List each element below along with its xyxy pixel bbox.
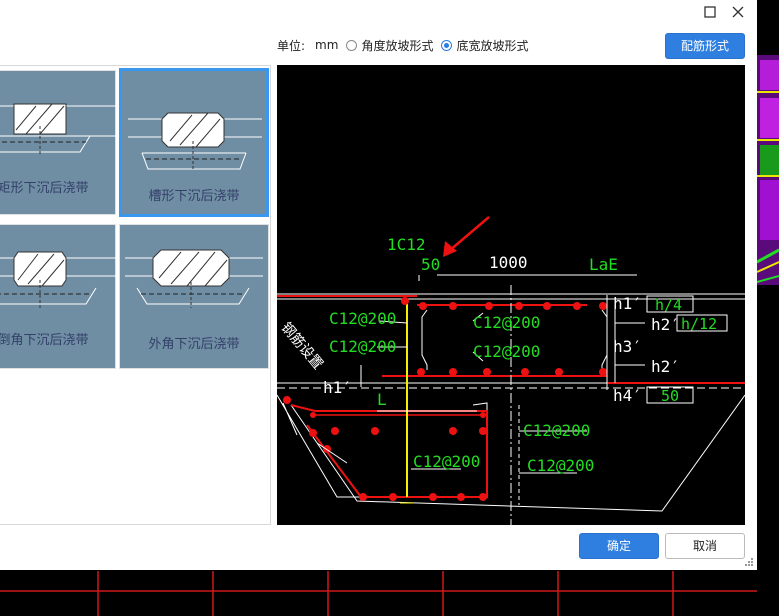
label-top-bar: 1C12 (387, 235, 426, 254)
type-gallery: 矩形下沉后浇带 槽形下沉后浇带 (0, 65, 271, 525)
unit-label: 单位: (277, 38, 306, 53)
label-lae: LaE (589, 255, 618, 274)
radio-angle-slope[interactable]: 角度放坡形式 (346, 37, 433, 54)
unit-value: mm (315, 38, 339, 52)
label-width: 1000 (489, 253, 528, 272)
gallery-item-outer-corner[interactable]: 外角下沉后浇带 (119, 224, 269, 369)
gallery-item-label: 矩形下沉后浇带 (0, 181, 89, 196)
label-h4p: h4′ (613, 386, 642, 405)
gallery-item-label: 外角下沉后浇带 (148, 337, 240, 352)
cancel-button[interactable]: 取消 (665, 533, 745, 559)
label-h4-box: h/4 (655, 296, 682, 314)
label-fifty-box: 50 (661, 387, 679, 405)
radio-angle-dot[interactable] (346, 39, 358, 51)
gallery-item-rectangular[interactable]: 矩形下沉后浇带 (0, 70, 116, 215)
gallery-item-chamfer[interactable]: 倒角下沉后浇带 (0, 224, 116, 369)
dialog-window: 单位: mm 角度放坡形式 底宽放坡形式 配筋形式 矩形下沉后浇带 (0, 0, 757, 570)
option-toolbar: 单位: mm 角度放坡形式 底宽放坡形式 (277, 34, 528, 56)
maximize-icon (704, 6, 716, 18)
radio-width-dot[interactable] (441, 39, 453, 51)
trough-thumbnail (128, 112, 262, 171)
label-rebar-4: C12@200 (473, 342, 540, 361)
radio-width-slope[interactable]: 底宽放坡形式 (441, 37, 528, 54)
label-h3p: h3′ (613, 337, 642, 356)
fifty-box (646, 386, 694, 404)
h4-box (646, 295, 694, 313)
close-icon (732, 6, 744, 18)
label-fifty-top: 50 (421, 255, 440, 274)
gallery-item-label: 倒角下沉后浇带 (0, 333, 89, 348)
label-rebar-3: C12@200 (329, 337, 396, 356)
label-h12-box: h/12 (681, 315, 717, 333)
outer-corner-thumbnail (125, 249, 263, 308)
label-L: L (377, 390, 387, 409)
h12-box (676, 314, 728, 332)
chamfer-thumbnail (0, 251, 116, 308)
label-h2p-b: h2′ (651, 357, 680, 376)
section-preview: 1C12 50 1000 LaE h1′ h/4 h2′ h/12 h3′ h2… (277, 65, 745, 525)
label-h1p: h1′ (613, 294, 642, 313)
label-slope-text: 钢筋设置 (278, 319, 327, 373)
label-h2p-a: h2′ (651, 315, 680, 334)
resize-grip-icon[interactable] (745, 558, 753, 566)
label-rebar-2: C12@200 (473, 313, 540, 332)
radio-angle-label: 角度放坡形式 (361, 38, 434, 53)
radio-width-label: 底宽放坡形式 (456, 38, 529, 53)
maximize-button[interactable] (700, 2, 720, 22)
rebar-form-button[interactable]: 配筋形式 (665, 33, 745, 59)
label-rebar-7: C12@200 (527, 456, 594, 475)
gallery-item-label: 槽形下沉后浇带 (148, 189, 240, 204)
ok-button[interactable]: 确定 (579, 533, 659, 559)
label-h1p-left: h1′ (323, 378, 352, 397)
label-rebar-6: C12@200 (413, 452, 480, 471)
section-drawing: 1C12 50 1000 LaE h1′ h/4 h2′ h/12 h3′ h2… (277, 216, 745, 525)
gallery-item-trough[interactable]: 槽形下沉后浇带 (119, 68, 269, 217)
rectangular-thumbnail (0, 103, 116, 156)
label-rebar-5: C12@200 (523, 421, 590, 440)
label-rebar-1: C12@200 (329, 309, 396, 328)
close-button[interactable] (728, 2, 748, 22)
